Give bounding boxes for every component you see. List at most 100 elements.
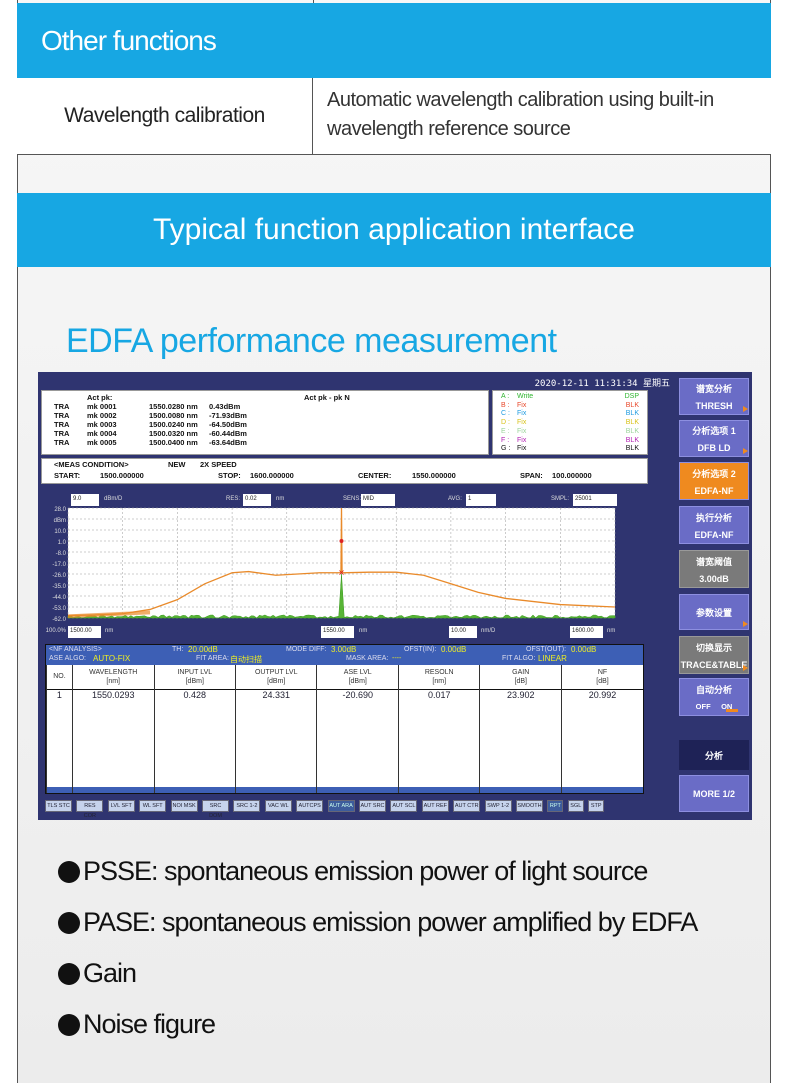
col-unit: [dBm]	[317, 677, 398, 686]
softkey-8[interactable]: 自动分析OFF ON	[679, 678, 749, 716]
ofst-out-label: OFST(OUT):	[526, 646, 566, 653]
func-button-aut-ara[interactable]: AUT ARA	[328, 800, 355, 812]
func-button-swp-1-2[interactable]: SWP 1-2	[485, 800, 512, 812]
func-button-smooth[interactable]: SMOOTH	[516, 800, 543, 812]
softkey-10[interactable]: MORE 1/2	[679, 775, 749, 812]
trace-disp: DSP	[625, 393, 639, 402]
func-button-tls-stc[interactable]: TLS STC	[45, 800, 72, 812]
func-button-vac-wl[interactable]: VAC WL	[265, 800, 292, 812]
bullet-text: PSSE: spontaneous emission power of ligh…	[83, 856, 647, 887]
y-tick-label: -17.0	[52, 562, 66, 568]
trace-id: E :	[501, 428, 517, 437]
nf-cell: 0.017	[398, 689, 480, 787]
func-button-aut-ref[interactable]: AUT REF	[422, 800, 449, 812]
func-button-src-1-2[interactable]: SRC 1-2	[233, 800, 260, 812]
trace-row[interactable]: A :WriteDSP	[501, 393, 639, 402]
softkey-4[interactable]: 执行分析EDFA-NF	[679, 506, 749, 544]
trace-mode: Write	[517, 393, 625, 402]
softkey-1[interactable]: 谱宽分析THRESH	[679, 378, 749, 415]
softkey-value: DFB LD	[680, 443, 748, 453]
softkey-label: 切换显示	[680, 641, 748, 654]
trace-disp: BLK	[626, 402, 639, 411]
softkey-2[interactable]: 分析选项 1 DFB LD	[679, 420, 749, 457]
nf-col-header: ASE LVL[dBm]	[317, 665, 399, 689]
ofst-in-label: OFST(IN):	[404, 646, 436, 653]
trace-row[interactable]: B :FixBLK	[501, 402, 639, 411]
fit-algo-value: LINEAR	[538, 654, 567, 663]
col-title: NF	[562, 668, 643, 677]
trace-disp: BLK	[626, 428, 639, 437]
nf-scroll-cell	[480, 787, 561, 793]
nf-scroll-cell	[72, 787, 154, 793]
trace-row[interactable]: E :FixBLK	[501, 428, 639, 437]
x-stop-input[interactable]: 1600.00	[570, 626, 603, 638]
func-button-wl-sft[interactable]: WL SFT	[139, 800, 166, 812]
func-button-stp[interactable]: STP	[588, 800, 604, 812]
submenu-arrow-icon	[743, 665, 748, 671]
trace-disp: BLK	[626, 419, 639, 428]
sens-label: SENS:	[343, 496, 361, 502]
bullet-text: PASE: spontaneous emission power amplifi…	[83, 907, 697, 938]
y-tick-label: 28.0	[54, 507, 66, 513]
center-value[interactable]: 1550.000000	[412, 472, 456, 481]
softkey-6[interactable]: 参数设置	[679, 594, 749, 630]
softkey-label: 分析	[680, 749, 748, 762]
bullet-item: PSSE: spontaneous emission power of ligh…	[58, 856, 647, 887]
func-button-aut-scl[interactable]: AUT SCL	[390, 800, 417, 812]
avg-label: AVG:	[448, 496, 462, 502]
trace-row[interactable]: D :FixBLK	[501, 419, 639, 428]
trace-row[interactable]: C :FixBLK	[501, 410, 639, 419]
start-label: START:	[54, 472, 80, 481]
res-label: RES:	[226, 496, 240, 502]
x-start-input[interactable]: 1500.00	[68, 626, 101, 638]
func-button-aut-src[interactable]: AUT SRC	[359, 800, 386, 812]
softkey-value: EDFA-NF	[680, 486, 748, 496]
func-button-aut-ctr[interactable]: AUT CTR	[453, 800, 480, 812]
softkey-5[interactable]: 谱宽阈值3.00dB	[679, 550, 749, 588]
marker-cell: 1500.0400 nm	[149, 439, 198, 448]
x-center-input[interactable]: 1550.00	[321, 626, 354, 638]
y-tick-label: 10.0	[54, 529, 66, 535]
span-value[interactable]: 100.000000	[552, 472, 592, 481]
marker-cell: TRA	[54, 439, 69, 448]
trace-mode: Fix	[517, 437, 626, 446]
spectrum-chart: 28.0dBm10.01.0-8.0-17.0-26.0-35.0-44.0-5…	[38, 504, 638, 636]
col-title: ASE LVL	[317, 668, 398, 677]
nf-cell: 0.428	[154, 689, 235, 787]
col-unit: [dBm]	[236, 677, 316, 686]
trace-id: F :	[501, 437, 517, 446]
x-div-unit: nm/D	[481, 628, 495, 634]
softkey-3[interactable]: 分析选项 2EDFA-NF	[679, 462, 749, 500]
y-tick-label: -44.0	[52, 595, 66, 601]
func-button-autcps[interactable]: AUTCPS	[296, 800, 323, 812]
softkey-label: 分析选项 1	[680, 424, 748, 437]
ofst-in-value: 0.00dB	[441, 645, 466, 654]
stop-value[interactable]: 1600.000000	[250, 472, 294, 481]
ase-algo-value: AUTO-FIX	[93, 654, 130, 663]
trace-row[interactable]: F :FixBLK	[501, 437, 639, 446]
nf-header: <NF ANALYSIS> TH:20.00dB MODE DIFF:3.00d…	[46, 645, 643, 665]
x-div-input[interactable]: 10.00	[449, 626, 477, 638]
trace-row[interactable]: G :FixBLK	[501, 445, 639, 454]
func-button-rpt[interactable]: RPT	[547, 800, 563, 812]
softkey-7[interactable]: 切换显示TRACE&TABLE	[679, 636, 749, 674]
func-button-noi-msk[interactable]: NOI MSK	[171, 800, 198, 812]
start-value[interactable]: 1500.000000	[100, 472, 144, 481]
y-tick-label: -62.0	[52, 617, 66, 623]
nf-col-header: NF[dB]	[561, 665, 643, 689]
bullet-dot-icon	[58, 861, 80, 883]
trace-mode: Fix	[517, 419, 626, 428]
fit-area-label: FIT AREA:	[196, 655, 229, 662]
bullet-dot-icon	[58, 912, 80, 934]
func-button-res-cor[interactable]: RES COR	[76, 800, 103, 812]
trace-mode: Fix	[517, 445, 626, 454]
nf-col-header: GAIN[dB]	[480, 665, 561, 689]
section-title: Typical function application interface	[17, 193, 771, 267]
softkey-9[interactable]: 分析	[679, 740, 749, 770]
func-button-sgl[interactable]: SGL	[568, 800, 584, 812]
func-button-src-dom[interactable]: SRC DOM	[202, 800, 229, 812]
submenu-arrow-icon	[743, 406, 748, 412]
nf-cell: 20.992	[561, 689, 643, 787]
func-button-lvl-sft[interactable]: LVL SFT	[108, 800, 135, 812]
softkey-label: 谱宽阈值	[680, 555, 748, 568]
